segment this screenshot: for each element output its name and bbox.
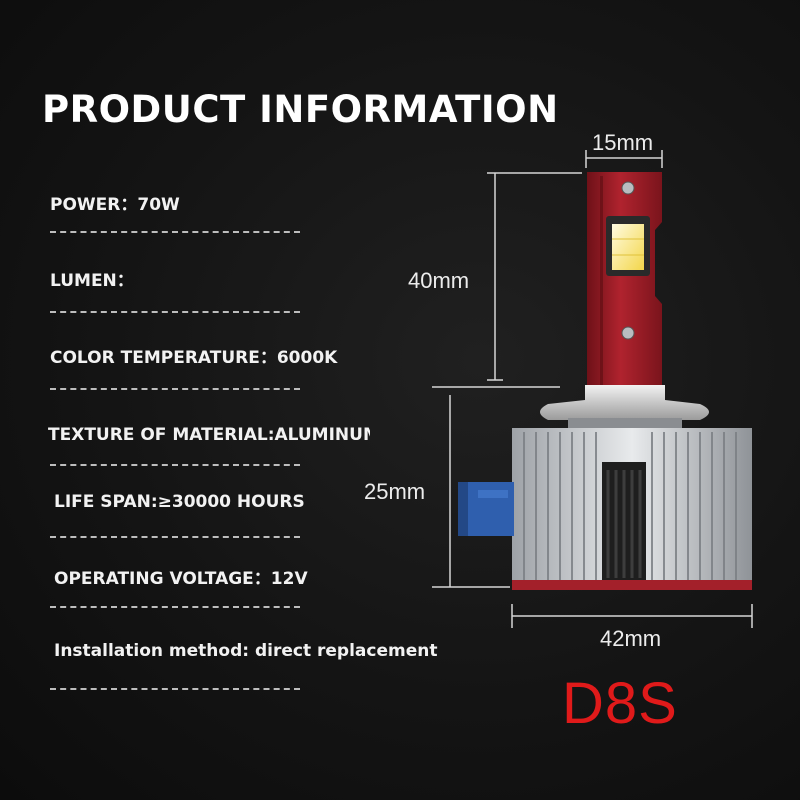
spec-color-temperature: COLOR TEMPERATURE：6000K: [50, 348, 338, 368]
divider: [50, 536, 300, 538]
spec-lumen: LUMEN：: [50, 271, 134, 291]
bulb-head: [587, 172, 662, 395]
divider: [50, 231, 300, 233]
screw-icon: [621, 326, 635, 340]
spec-life-span: LIFE SPAN:≥30000 HOURS: [54, 492, 305, 512]
model-label: D8S: [562, 671, 678, 736]
spec-installation-method: Installation method: direct replacement: [54, 641, 438, 661]
divider: [50, 688, 300, 690]
spec-power: POWER：70W: [50, 195, 180, 215]
divider: [50, 606, 300, 608]
divider: [50, 311, 300, 313]
dimension-base-height: 25mm: [364, 479, 426, 504]
bulb-collar: [540, 385, 709, 420]
spec-material: TEXTURE OF MATERIAL:ALUMINUM: [48, 425, 370, 445]
base-band: [512, 580, 752, 590]
divider: [50, 388, 300, 390]
page-title: PRODUCT INFORMATION: [42, 88, 559, 131]
dimension-base-width: 42mm: [600, 626, 662, 651]
dimension-head-height: 40mm: [408, 268, 470, 293]
divider: [50, 464, 300, 466]
led-chip: [612, 224, 644, 270]
dimension-top-width: 15mm: [592, 130, 654, 155]
screw-icon: [621, 181, 635, 195]
spec-operating-voltage: OPERATING VOLTAGE：12V: [54, 569, 308, 589]
